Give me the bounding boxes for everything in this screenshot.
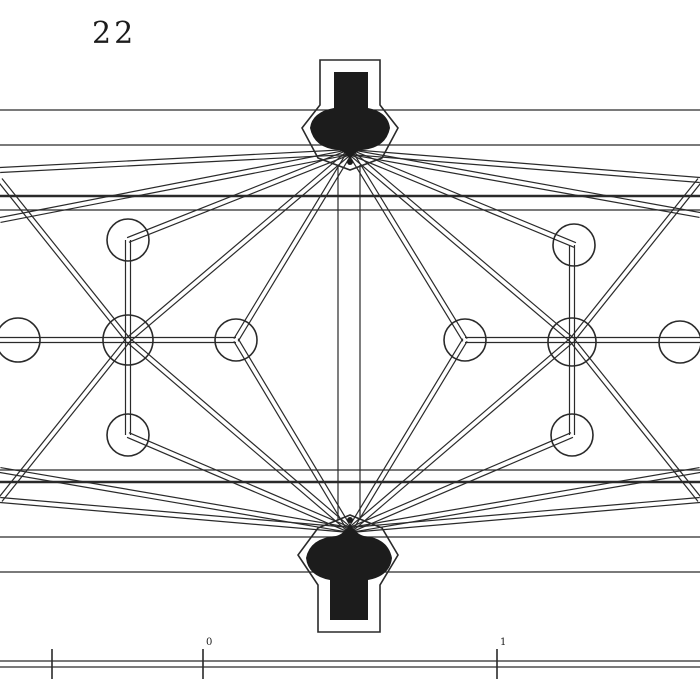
rib-line	[348, 432, 572, 529]
rib-line	[350, 148, 700, 214]
boss-stone	[550, 413, 594, 457]
rib-line	[349, 466, 700, 529]
plate-number: 22	[92, 16, 137, 51]
boss-stone	[658, 320, 700, 364]
rib-line	[573, 183, 700, 342]
rib-line	[129, 153, 353, 343]
rib-line	[1, 341, 131, 502]
transverse-rib	[337, 165, 361, 520]
boss-stone	[106, 413, 150, 457]
rib-line	[347, 152, 464, 342]
scale-label-zero: 0	[206, 637, 212, 648]
rib-line	[350, 501, 700, 534]
rib-line	[347, 337, 571, 529]
rib-line	[125, 341, 349, 533]
rib-line	[350, 471, 700, 534]
rib-line	[126, 149, 350, 239]
scale-bar: 0 1	[0, 637, 700, 679]
rib-line	[237, 152, 353, 342]
rib-line	[0, 148, 350, 169]
rib-line	[349, 153, 700, 219]
boss-stone	[0, 317, 41, 363]
rib-line	[1, 178, 131, 339]
rib-line	[125, 149, 349, 339]
boss-stone	[106, 218, 150, 262]
rib-line	[233, 340, 349, 532]
rib-line	[573, 338, 700, 497]
scale-label-one: 1	[500, 637, 506, 648]
rib-line	[0, 153, 351, 174]
pier-top	[301, 59, 399, 171]
rib-line	[569, 341, 699, 502]
rib-line	[129, 337, 353, 529]
rib-line	[351, 149, 575, 339]
rib-line	[348, 153, 575, 248]
rib-line	[350, 149, 577, 244]
boss-stone	[443, 318, 487, 362]
rib-line	[0, 338, 127, 497]
rib-line	[347, 338, 464, 530]
rib-line	[0, 148, 350, 219]
rib-line	[351, 150, 468, 340]
rib-line	[569, 178, 699, 339]
rib-line	[350, 436, 574, 533]
boss-stone	[547, 317, 597, 367]
boss-stone	[214, 318, 258, 362]
rib-line	[351, 340, 468, 532]
rib-line	[350, 148, 700, 179]
pier-bottom	[297, 514, 399, 633]
rib-line	[0, 471, 350, 534]
boss-stone	[102, 314, 154, 366]
rib-line	[0, 153, 351, 224]
vault-ribs	[0, 148, 700, 534]
rib-line	[237, 338, 353, 530]
rib-line	[126, 436, 350, 533]
wall-lines	[0, 109, 700, 573]
rib-line	[351, 341, 575, 533]
rib-line	[349, 153, 700, 184]
rib-line	[347, 153, 571, 343]
rib-line	[0, 501, 350, 534]
boss-stone	[552, 223, 596, 267]
rib-line	[128, 432, 352, 529]
rib-line	[0, 183, 127, 342]
rib-line	[128, 153, 352, 243]
rib-line	[0, 466, 351, 529]
boss-stones	[0, 218, 700, 457]
rib-line	[233, 150, 349, 340]
